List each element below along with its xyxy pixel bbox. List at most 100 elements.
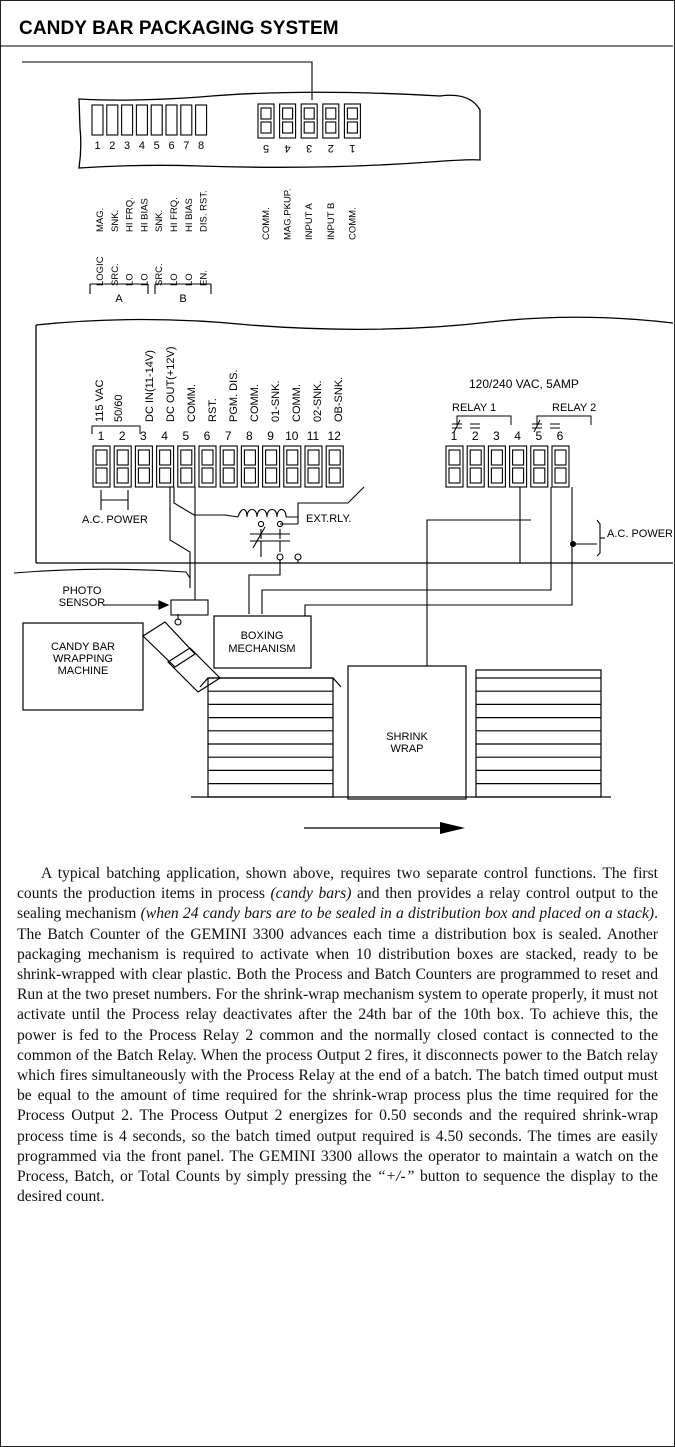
relay-1-label: RELAY 1 — [452, 402, 496, 414]
dip-row2-label: EN. — [199, 270, 210, 286]
terminal-screw — [201, 449, 214, 466]
terminal-screw — [448, 449, 461, 466]
main-terminal-number: 2 — [119, 429, 126, 443]
terminal-screw — [346, 107, 358, 120]
terminal-screw — [533, 449, 546, 466]
page-title: CANDY BAR PACKAGING SYSTEM — [19, 18, 339, 39]
main-terminal-number: 6 — [204, 429, 211, 443]
dip-label: HI FRQ. — [169, 197, 180, 232]
main-label: 50/60 — [113, 394, 125, 422]
terminal-screw — [554, 467, 567, 484]
terminal-screw — [325, 107, 337, 120]
terminal-screw — [307, 449, 320, 466]
body-p1-i3: “+/-” — [376, 1168, 415, 1186]
dip-switch — [165, 104, 178, 136]
main-terminal-number: 5 — [182, 429, 189, 443]
relay-terminal-number: 2 — [472, 429, 479, 443]
main-label: OB-SNK. — [333, 377, 345, 422]
dip-switch — [135, 104, 148, 136]
main-label: COMM. — [291, 384, 303, 422]
main-label: PGM. DIS. — [228, 369, 240, 422]
terminal-screw — [282, 121, 294, 134]
dip-switch — [91, 104, 104, 136]
terminal-screw — [512, 449, 525, 466]
main-terminal-number: 11 — [307, 429, 320, 443]
input-number: 1 — [349, 142, 355, 154]
dip-row2-label: LO — [169, 273, 180, 286]
dip-label: SNK. — [154, 210, 165, 232]
terminal-screw — [222, 467, 235, 484]
body-p1-c: . The Batch Counter of the GEMINI 3300 a… — [17, 905, 659, 1186]
terminal-screw — [95, 449, 108, 466]
terminal-screw — [448, 467, 461, 484]
terminal-screw — [325, 121, 337, 134]
terminal-screw — [265, 467, 278, 484]
dip-number: 1 — [94, 140, 100, 152]
dip-switch — [121, 104, 134, 136]
input-number: 5 — [263, 142, 269, 154]
ac-power-right: A.C. POWER — [607, 528, 673, 540]
dip-label: MAG. — [95, 208, 106, 232]
dip-switch — [150, 104, 163, 136]
body-p1-b: and then provides a relay control output… — [17, 885, 658, 923]
terminal-screw — [260, 121, 272, 134]
dip-row2-label: LO — [184, 273, 195, 286]
input-number: 3 — [306, 142, 312, 154]
terminal-screw — [328, 467, 341, 484]
main-terminal-number: 12 — [328, 429, 342, 443]
dip-switch — [180, 104, 193, 136]
input-label: COMM. — [261, 207, 272, 240]
terminal-screw — [95, 467, 108, 484]
relay-rating: 120/240 VAC, 5AMP — [469, 377, 579, 391]
terminal-screw — [469, 467, 482, 484]
main-terminal-number: 9 — [267, 429, 274, 443]
terminal-screw — [222, 449, 235, 466]
terminal-screw — [286, 467, 299, 484]
group-b-label: B — [179, 293, 186, 305]
terminal-screw — [260, 107, 272, 120]
terminal-screw — [512, 467, 525, 484]
main-terminal-number: 8 — [246, 429, 253, 443]
terminal-screw — [286, 449, 299, 466]
main-label: DC IN(11-14V) — [144, 350, 156, 422]
main-label: DC OUT(+12V) — [165, 347, 177, 423]
main-label: 02-SNK. — [312, 380, 324, 422]
terminal-screw — [243, 449, 256, 466]
input-label: MAG.PKUP. — [283, 188, 294, 240]
main-terminal-number: 7 — [225, 429, 232, 443]
terminal-screw — [490, 467, 503, 484]
dip-number: 5 — [154, 140, 160, 152]
dip-label: SNK. — [110, 210, 121, 232]
relay-terminal-number: 5 — [535, 429, 542, 443]
dip-label: HI BIAS — [139, 198, 150, 232]
terminal-screw — [159, 467, 172, 484]
body-p1-i2: (when 24 candy bars are to be sealed in … — [140, 905, 655, 923]
relay-2-label: RELAY 2 — [552, 402, 596, 414]
dip-number: 3 — [124, 140, 130, 152]
terminal-screw — [180, 449, 193, 466]
terminal-screw — [328, 449, 341, 466]
terminal-screw — [469, 449, 482, 466]
dip-label: HI FRQ. — [125, 197, 136, 232]
dip-switch — [106, 104, 119, 136]
terminal-screw — [137, 449, 150, 466]
relay-terminal-number: 1 — [451, 429, 458, 443]
dip-row2-label: LOGIC — [95, 256, 106, 286]
relay-terminal-number: 4 — [514, 429, 521, 443]
dip-number: 7 — [183, 140, 189, 152]
main-label: 115 VAC — [94, 380, 106, 422]
description-text: A typical batching application, shown ab… — [17, 864, 658, 1207]
dip-row2-label: LO — [139, 273, 150, 286]
main-label: RST. — [207, 398, 219, 422]
dip-number: 6 — [168, 140, 174, 152]
terminal-screw — [490, 449, 503, 466]
input-label: INPUT B — [326, 203, 337, 240]
dip-number: 4 — [139, 140, 145, 152]
dip-number: 2 — [109, 140, 115, 152]
input-number: 4 — [285, 142, 291, 154]
